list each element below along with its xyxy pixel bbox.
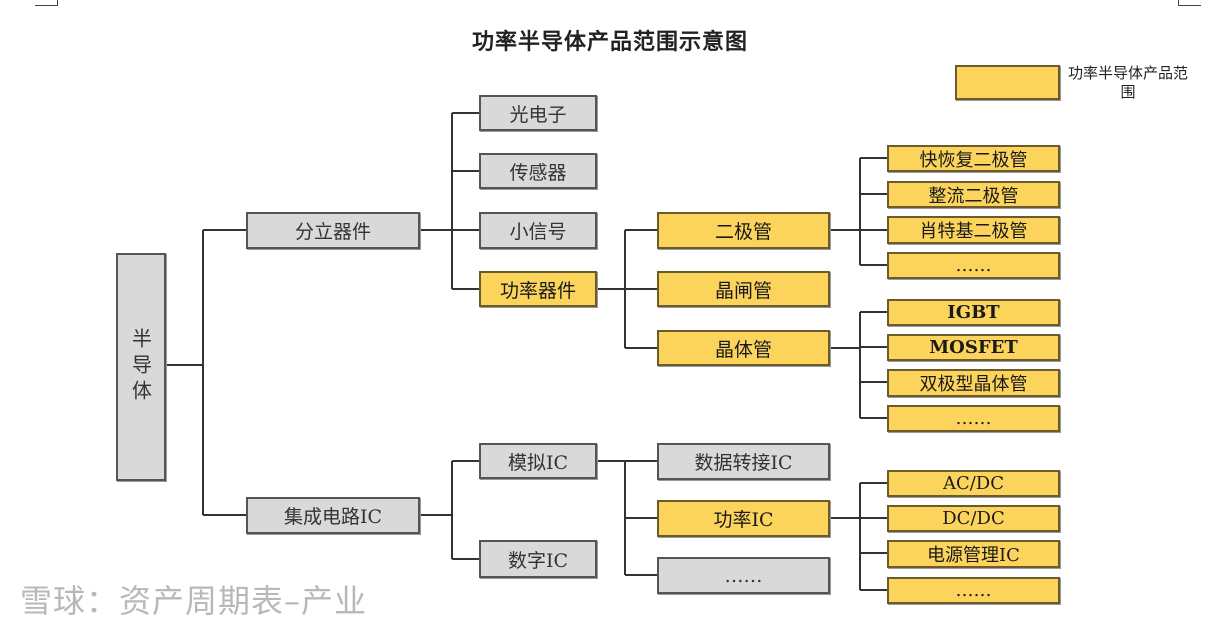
node-mosfet: MOSFET [887, 334, 1060, 361]
corner-mark-left [35, 0, 58, 6]
node-acdc: AC/DC [887, 470, 1060, 497]
legend-swatch [955, 65, 1060, 100]
node-bjt: 双极型晶体管 [887, 369, 1060, 397]
node-diode: 二极管 [657, 212, 830, 249]
node-igbt: IGBT [887, 299, 1060, 326]
connector-discrete [419, 112, 479, 290]
diagram-title: 功率半导体产品范围示意图 [471, 30, 748, 55]
connector-ic [419, 460, 479, 560]
node-optoelectronic: 光电子 [479, 95, 597, 131]
node-rectifier-diode: 整流二极管 [887, 181, 1060, 208]
node-pmic: 电源管理IC [887, 540, 1060, 568]
node-schottky-diode: 肖特基二极管 [887, 216, 1060, 244]
node-analog-ic: 模拟IC [479, 443, 597, 479]
connector-power-device [596, 229, 657, 349]
node-fast-recovery-diode: 快恢复二极管 [887, 145, 1060, 172]
corner-mark-right [1178, 0, 1201, 6]
connector-diode [829, 157, 887, 266]
node-thyristor: 晶闸管 [657, 271, 830, 307]
node-dcdc: DC/DC [887, 505, 1060, 532]
node-discrete: 分立器件 [246, 212, 420, 249]
node-small-signal: 小信号 [479, 212, 597, 249]
node-power-ic: 功率IC [657, 500, 830, 537]
node-data-conversion-ic: 数据转接IC [657, 443, 830, 480]
watermark: 雪球：资产周期表–产业 [20, 582, 368, 620]
node-diode-more: …… [887, 252, 1060, 279]
node-sensor: 传感器 [479, 153, 597, 189]
legend-label: 功率半导体产品范围 [1068, 64, 1189, 101]
node-transistor: 晶体管 [657, 330, 830, 366]
node-analog-more: …… [657, 557, 830, 594]
connector-analog [596, 460, 657, 576]
node-digital-ic: 数字IC [479, 540, 597, 578]
connector-transistor [829, 311, 887, 419]
node-power-ic-more: …… [887, 577, 1060, 604]
node-power-device: 功率器件 [479, 271, 597, 307]
node-ic: 集成电路IC [246, 497, 420, 534]
node-semiconductor: 半导体 [116, 253, 166, 481]
node-transistor-more: …… [887, 405, 1060, 432]
connector-power-ic [829, 482, 887, 591]
connector-root [165, 229, 246, 516]
